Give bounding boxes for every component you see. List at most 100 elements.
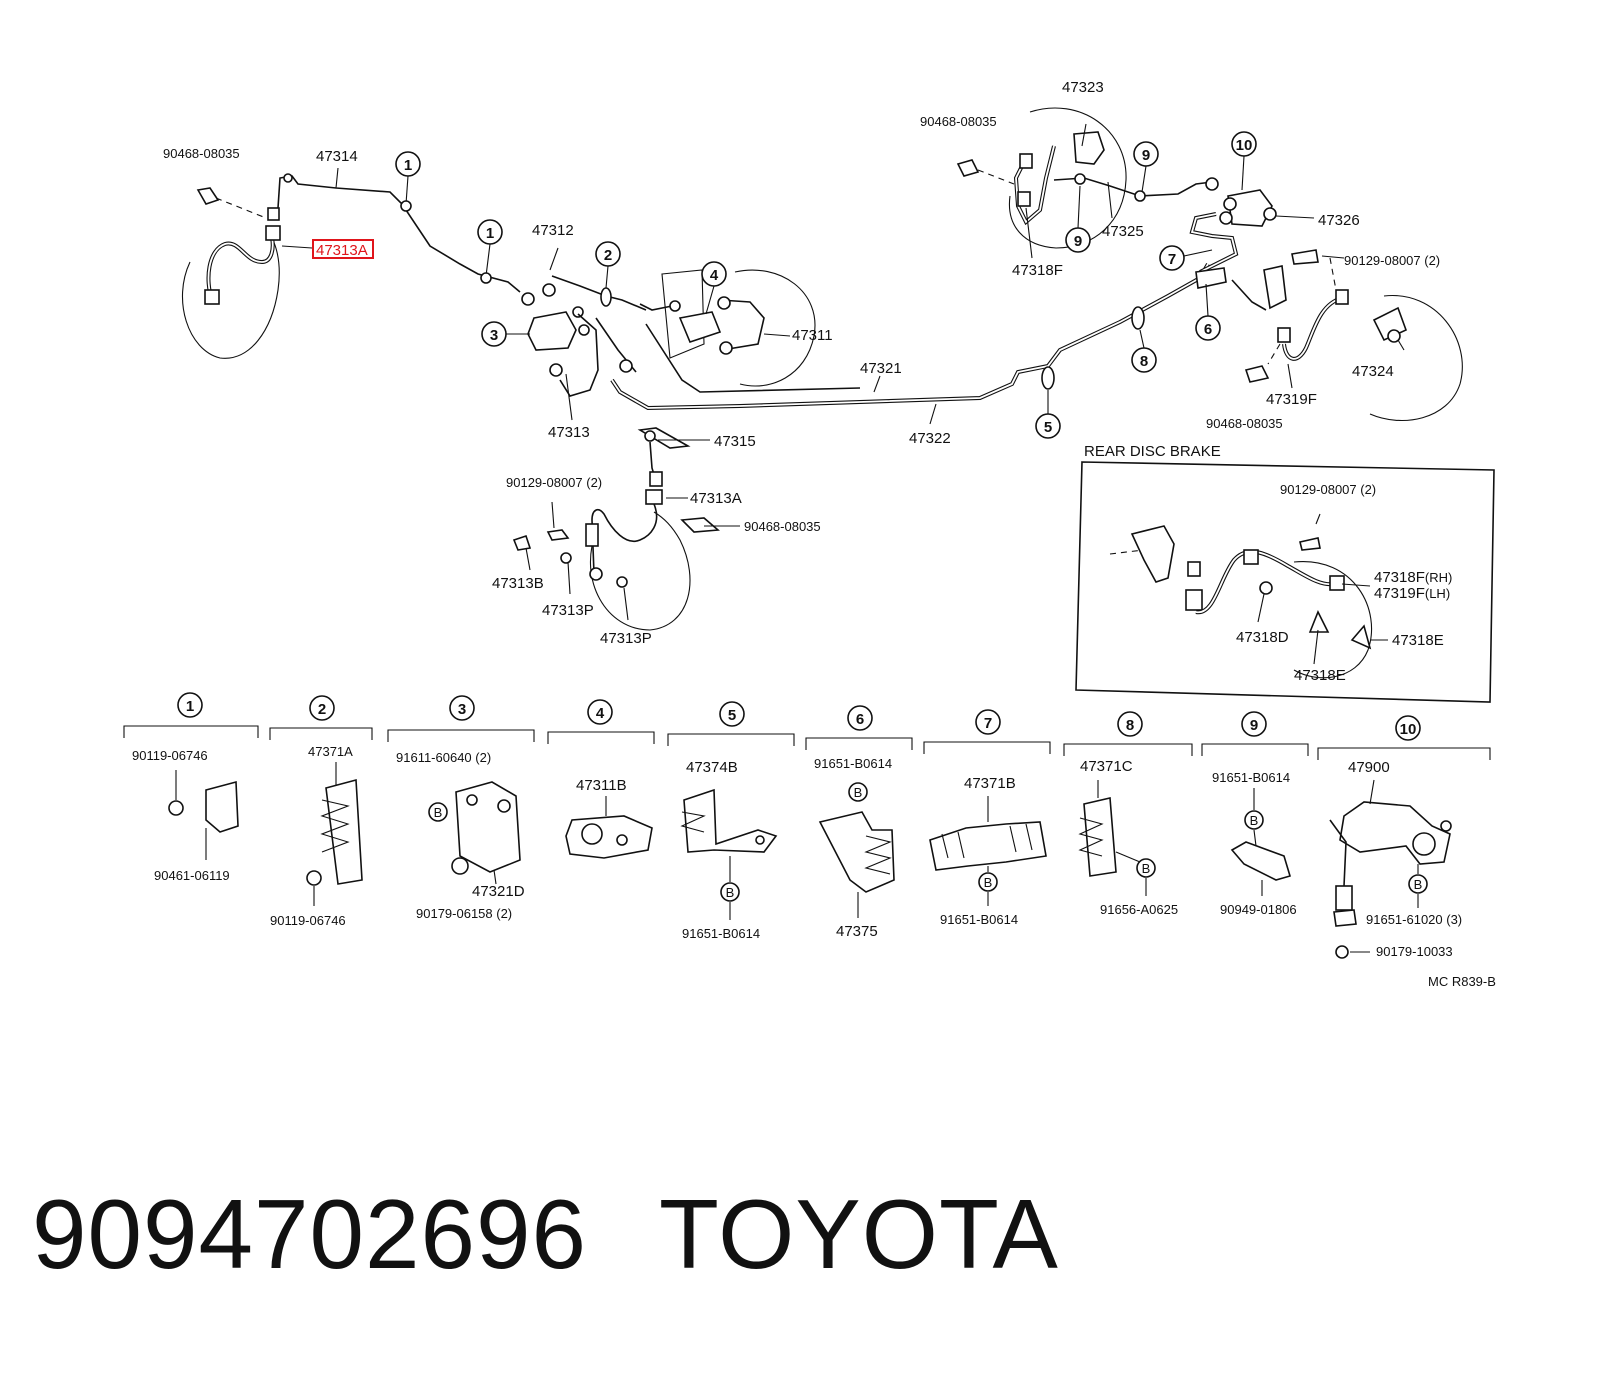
callout-2-label: 2 (604, 247, 612, 264)
highlight-box (312, 239, 374, 259)
footer-part-number: 9094702696 (32, 1179, 588, 1289)
footer-brand: TOYOTA (659, 1179, 1059, 1289)
detail-4-number: 4 (596, 705, 605, 722)
leader-lines (281, 123, 1405, 665)
detail-3: 3 91611-60640 (2) B 47321D 90179-06158 (… (387, 695, 535, 921)
label-47325: 47325 (1102, 223, 1144, 240)
detail-5-number: 5 (728, 707, 736, 724)
label-47313A: 47313A (690, 490, 742, 507)
callout-1-upper: 1 (395, 151, 421, 212)
highlight-47313A: 47313A (312, 239, 374, 259)
callout-4-label: 4 (710, 267, 719, 284)
detail-7: 7 47371B B 91651-B0614 (923, 709, 1051, 927)
label-rear-47318D: 47318D (1236, 629, 1289, 646)
detail-8-bolt-marker: B (1142, 861, 1151, 876)
detail-3-bolt-marker: B (434, 805, 443, 820)
detail-10: 10 47900 B 91651-61020 (3) 90179-10033 (1317, 715, 1491, 959)
label-47321: 47321 (860, 360, 902, 377)
detail-5-bolt-marker: B (726, 885, 735, 900)
detail-6: 6 91651-B0614 B 47375 (805, 705, 913, 940)
label-47318F: 47318F (1012, 262, 1063, 279)
label-90468-08035-d: 90468-08035 (1206, 416, 1283, 431)
label-47324: 47324 (1352, 363, 1394, 380)
rear-disc-title: REAR DISC BRAKE (1084, 443, 1221, 460)
detail-4-label-a: 47311B (576, 777, 627, 794)
reference-code: MC R839-B (1428, 974, 1496, 989)
detail-1-label-b: 90461-06119 (154, 868, 230, 883)
label-47315: 47315 (714, 433, 756, 450)
callout-1-label: 1 (404, 157, 412, 174)
detail-2-label-a: 47371A (308, 744, 353, 759)
detail-6-label-a: 91651-B0614 (814, 756, 892, 771)
callout-8-label: 8 (1140, 353, 1148, 370)
callout-10: 10 (1231, 131, 1257, 191)
detail-9: 9 91651-B0614 B 90949-01806 (1201, 711, 1309, 917)
detail-6-label-b: 47375 (836, 923, 878, 940)
main-callout-markers: 1 1 2 3 4 5 (395, 131, 1257, 439)
detail-8-label-b: 91656-A0625 (1100, 902, 1178, 917)
detail-6-bolt-marker: B (854, 785, 863, 800)
callout-5-label: 5 (1044, 419, 1052, 436)
detail-7-number: 7 (984, 715, 992, 732)
label-47323: 47323 (1062, 79, 1104, 96)
label-rear-47318F-sub: (RH) (1425, 570, 1452, 585)
detail-10-bolt-marker: B (1414, 877, 1423, 892)
label-rear-47318F-main: 47318F (1374, 569, 1425, 586)
detail-8-label-a: 47371C (1080, 758, 1133, 775)
callout-2: 2 (595, 241, 621, 289)
detail-9-bolt-marker: B (1250, 813, 1259, 828)
label-47312: 47312 (532, 222, 574, 239)
callout-1-lower: 1 (477, 219, 503, 284)
detail-7-label-b: 91651-B0614 (940, 912, 1018, 927)
detail-5: 5 47374B B 91651-B0614 (667, 701, 795, 941)
callout-9-label: 9 (1142, 147, 1150, 164)
detail-9-label-b: 90949-01806 (1220, 902, 1297, 917)
callout-9-label-b: 9 (1074, 233, 1082, 250)
detail-1-label-a: 90119-06746 (132, 748, 208, 763)
detail-row: 1 90119-06746 90461-06119 90119-06746 2 … (123, 692, 1496, 989)
callout-3-label: 3 (490, 327, 498, 344)
detail-1-number: 1 (186, 698, 194, 715)
rear-right-brake-assembly (1244, 249, 1463, 421)
label-90468-08035-a: 90468-08035 (163, 146, 240, 161)
detail-10-label-b: 91651-61020 (3) (1366, 912, 1462, 927)
detail-3-label-b: 47321D (472, 883, 525, 900)
detail-7-bolt-marker: B (984, 875, 993, 890)
label-90129-08007-b: 90129-08007 (2) (1344, 253, 1440, 268)
front-left-brake-assembly (182, 173, 521, 359)
detail-2: 2 47371A (269, 695, 373, 885)
main-part-labels: 90468-08035 47314 47313A 47312 47311 473… (163, 79, 1440, 647)
label-90468-08035-c: 90468-08035 (920, 114, 997, 129)
detail-4: 4 47311B (547, 699, 655, 859)
label-47313P-a: 47313P (542, 602, 594, 619)
master-cylinder-area (521, 269, 816, 505)
label-47314: 47314 (316, 148, 358, 165)
label-rear-47318E-b: 47318E (1294, 667, 1346, 684)
rear-disc-labels: REAR DISC BRAKE 90129-08007 (2) 47318F(R… (1084, 443, 1452, 684)
detail-10-label-a: 47900 (1348, 759, 1390, 776)
detail-8: 8 47371C B 91656-A0625 (1063, 711, 1193, 917)
label-rear-47318F: 47318F(RH) (1374, 569, 1452, 586)
detail-9-label-a: 91651-B0614 (1212, 770, 1290, 785)
callout-8: 8 (1131, 329, 1157, 373)
label-90129-08007-a: 90129-08007 (2) (506, 475, 602, 490)
callout-7: 7 (1159, 245, 1213, 271)
label-47313B: 47313B (492, 575, 544, 592)
label-47313: 47313 (548, 424, 590, 441)
label-47311: 47311 (792, 327, 833, 344)
detail-2-number: 2 (318, 701, 326, 718)
label-47319F: 47319F (1266, 391, 1317, 408)
front-right-brake-assembly (512, 503, 720, 631)
detail-3-number: 3 (458, 701, 466, 718)
detail-1-label-c: 90119-06746 (270, 913, 346, 928)
label-47326: 47326 (1318, 212, 1360, 229)
label-47313P-b: 47313P (600, 630, 652, 647)
detail-7-label-a: 47371B (964, 775, 1016, 792)
callout-10-label: 10 (1236, 137, 1253, 154)
callout-4: 4 (701, 261, 727, 315)
callout-3: 3 (481, 321, 530, 347)
label-47322: 47322 (909, 430, 951, 447)
detail-5-label-a: 47374B (686, 759, 738, 776)
callout-6: 6 (1195, 283, 1221, 341)
